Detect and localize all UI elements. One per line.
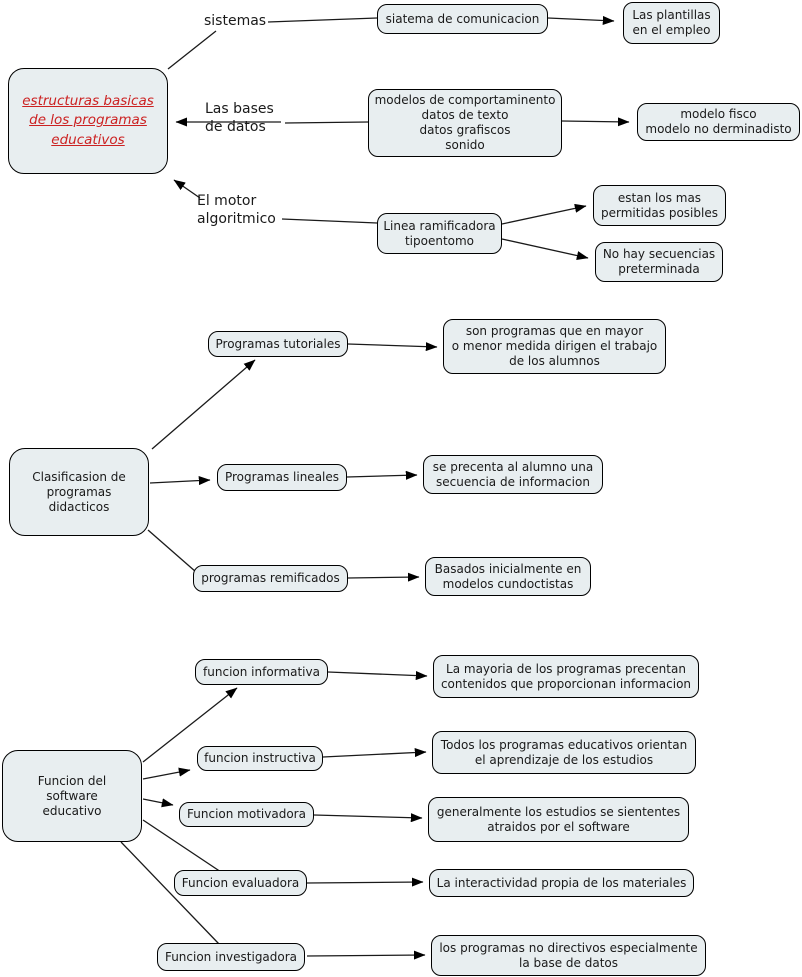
node-funcion-instructiva[interactable]: funcion instructiva [197,746,323,771]
connector-tutoriales-sonprogramas [347,342,438,352]
node-label: siatema de comunicacion [385,11,540,26]
node-modelos-de-comportaminento[interactable]: modelos de comportaminento datos de text… [368,89,562,157]
connector-bases-modelos [284,121,369,124]
node-label: Funcion motivadora [187,807,306,821]
connector-instructiva-todos [322,747,427,758]
node-son-programas[interactable]: son programas que en mayor o menor medid… [443,319,666,374]
node-funcion-evaluadora[interactable]: Funcion evaluadora [174,870,307,896]
node-label: Las plantillas en el empleo [632,8,711,37]
node-estan-los-mas[interactable]: estan los mas permitidas posibles [593,185,726,226]
node-label: La mayoria de los programas precentan co… [440,661,692,691]
node-label: se precenta al alumno una secuencia de i… [432,459,594,489]
connector-funcionsw-motivadora [142,798,174,808]
node-basados-inicialmente[interactable]: Basados inicialmente en modelos cundocti… [425,557,591,596]
node-label: modelos de comportaminento datos de text… [374,93,556,152]
node-los-programas-no-directivos[interactable]: los programas no directivos especialment… [431,935,706,976]
connector-motor-linea [281,218,378,224]
node-label: estan los mas permitidas posibles [601,190,718,220]
node-programas-lineales[interactable]: Programas lineales [217,464,347,491]
node-programas-remificados[interactable]: programas remificados [193,565,348,592]
connector-siatema-plantillas [547,15,615,26]
node-label: programas remificados [201,571,340,585]
node-generalmente[interactable]: generalmente los estudios se siententes … [428,797,689,842]
label-sistemas[interactable]: sistemas [204,13,267,29]
connector-funcionsw-evaluadora [142,819,222,873]
node-se-precenta[interactable]: se precenta al alumno una secuencia de i… [423,455,603,494]
connector-motor-estructuras [173,179,201,199]
connector-evaluadora-interactividad [306,877,424,887]
node-label: estructuras basicas de los programas edu… [22,92,154,148]
connector-sistemas-siatema [267,17,378,23]
connector-lineales-seprecenta [346,470,418,480]
node-estructuras-basicas[interactable]: estructuras basicas de los programas edu… [8,68,168,174]
node-label: No hay secuencias preterminada [602,247,716,276]
node-label: La interactividad propia de los material… [436,875,687,890]
node-funcion-investigadora[interactable]: Funcion investigadora [157,943,305,971]
node-label: Funcion investigadora [164,949,298,964]
node-label: Programas lineales [224,470,340,484]
connector-informativa-lamayoria [327,671,428,681]
node-funcion-del-software[interactable]: Funcion del software educativo [2,750,142,842]
node-modelo-fisco[interactable]: modelo fisco modelo no derminadisto [637,103,800,141]
connector-funcionsw-informativa [142,687,238,763]
node-la-mayoria[interactable]: La mayoria de los programas precentan co… [433,655,699,698]
node-label: modelo fisco modelo no derminadisto [645,107,792,136]
node-label: Programas tutoriales [215,336,341,351]
label-las-bases-de-datos[interactable]: Las bases de datos [205,101,274,136]
connector-funcionsw-investigadora [120,841,220,945]
node-la-interactividad[interactable]: La interactividad propia de los material… [429,869,694,897]
node-label: son programas que en mayor o menor medid… [451,324,658,368]
connector-estructuras-sistemas [167,30,217,70]
connector-clasificasion-tutoriales [151,359,256,450]
node-label: funcion informativa [203,664,320,679]
label-el-motor-algoritmico[interactable]: El motor algoritmico [197,193,276,228]
connector-motivadora-generalmente [313,813,423,823]
connector-remificados-basados [347,572,420,582]
connector-linea-nohay [501,238,589,261]
node-label: Clasificasion de programas didacticos [32,469,126,514]
node-siatema-de-comunicacion[interactable]: siatema de comunicacion [377,4,548,34]
node-label: Linea ramificadora tipoentomo [383,218,496,248]
node-label: Funcion evaluadora [181,875,300,890]
node-label: los programas no directivos especialment… [439,940,698,970]
node-las-plantillas[interactable]: Las plantillas en el empleo [623,2,720,44]
node-clasificasion-de-programas[interactable]: Clasificasion de programas didacticos [9,448,149,536]
node-funcion-motivadora[interactable]: Funcion motivadora [179,802,314,827]
node-linea-ramificadora[interactable]: Linea ramificadora tipoentomo [377,213,502,254]
node-funcion-informativa[interactable]: funcion informativa [195,659,328,685]
connector-clasificasion-lineales [149,476,211,486]
node-label: funcion instructiva [204,751,316,765]
connector-linea-estan [501,203,587,225]
node-no-hay-secuencias[interactable]: No hay secuencias preterminada [595,242,723,282]
connector-investigadora-losprogramas [306,950,426,960]
node-label: Funcion del software educativo [37,773,107,818]
connector-clasificasion-remificados [147,529,197,573]
node-label: Basados inicialmente en modelos cundocti… [434,561,582,591]
node-todos-los-programas[interactable]: Todos los programas educativos orientan … [432,731,696,774]
node-label: Todos los programas educativos orientan … [440,737,688,767]
connector-funcionsw-instructiva [142,767,191,780]
node-label: generalmente los estudios se siententes … [436,804,681,834]
node-programas-tutoriales[interactable]: Programas tutoriales [208,331,348,357]
connector-modelos-modelofisco [561,117,630,127]
